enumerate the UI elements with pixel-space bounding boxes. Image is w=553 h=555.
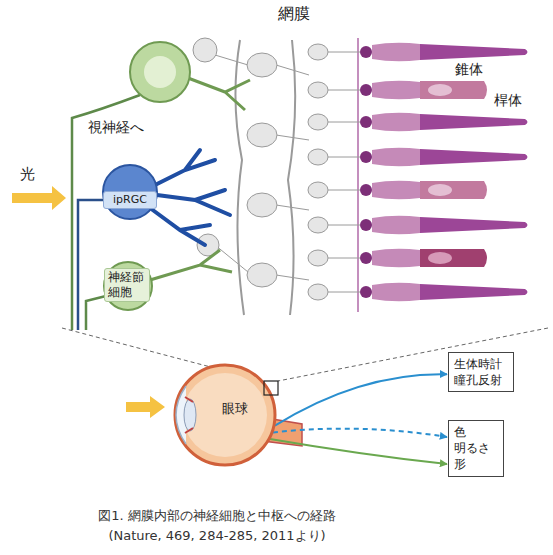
illustration-part	[308, 114, 328, 130]
illustration-part	[360, 219, 372, 231]
illustration-part	[247, 263, 277, 287]
pathway-arrow	[270, 439, 447, 464]
illustration-part	[150, 250, 232, 280]
cell-label-box: 神経節細胞	[104, 268, 150, 302]
illustration-part	[328, 122, 360, 123]
illustration-part	[372, 81, 420, 100]
photoreceptor-layer	[358, 38, 528, 312]
illustration-part	[188, 78, 250, 110]
illustration-part	[130, 42, 190, 102]
illustration-part	[420, 249, 487, 267]
illustration-part	[328, 258, 360, 259]
illustration-part	[86, 296, 106, 330]
node-text: 神経節細胞	[108, 270, 146, 300]
vitreous	[183, 373, 267, 457]
illustration-part	[428, 252, 452, 264]
illustration-part	[328, 292, 360, 293]
layer-name: 網膜	[278, 4, 310, 23]
illustration-part	[308, 182, 328, 198]
part-name: 光	[20, 165, 35, 183]
illustration-part	[360, 116, 372, 128]
illustration-part	[372, 283, 420, 302]
pathway-arrow	[273, 429, 447, 437]
illustration-part	[276, 275, 309, 280]
illustration-part	[428, 84, 452, 96]
illustration-part	[357, 38, 359, 312]
illustration-part	[308, 44, 328, 60]
illustration-part	[420, 217, 528, 233]
illustration-part	[288, 40, 295, 315]
illustration-part	[308, 217, 328, 233]
illustration-part	[308, 250, 328, 266]
zoom-square	[264, 381, 278, 395]
illustration-part	[372, 249, 420, 268]
cell-label-box: ipRGC	[103, 191, 157, 209]
illustration-part	[372, 216, 420, 235]
illustration-part	[328, 157, 360, 158]
illustration-part	[420, 181, 487, 199]
illustration-part	[328, 52, 360, 53]
illustration-part	[78, 200, 104, 330]
illustration-part	[372, 181, 420, 200]
illustration-part	[328, 225, 360, 226]
illustration-part	[372, 148, 420, 167]
illustration-part	[103, 165, 157, 219]
illustration-part	[420, 44, 528, 60]
illustration-part	[247, 193, 277, 217]
illustration-part	[420, 284, 528, 300]
illustration-part	[328, 90, 360, 91]
illustration-part	[126, 396, 165, 418]
illustration-part	[276, 205, 309, 210]
illustration-part	[360, 151, 372, 163]
illustration-part	[247, 123, 277, 147]
illustration-part	[420, 114, 528, 130]
pathway-arrow	[275, 374, 447, 425]
node-text: 眼球	[222, 400, 248, 418]
illustration-part	[372, 43, 420, 62]
node-text: 生体時計 瞳孔反射	[454, 356, 508, 388]
illustration-part	[420, 81, 487, 99]
illustration-part	[328, 190, 360, 191]
illustration-part	[104, 262, 152, 310]
eyeball-circle: 眼球	[172, 362, 278, 468]
illustration-part	[360, 286, 372, 298]
illustration-part	[360, 84, 372, 96]
iris	[185, 397, 193, 433]
part-name: 桿体	[494, 92, 522, 109]
illustration-part	[308, 149, 328, 165]
illustration-part	[193, 38, 217, 62]
illustration-part	[428, 184, 452, 196]
illustration-part	[372, 113, 420, 132]
lens	[184, 399, 196, 431]
illustration-part	[360, 252, 372, 264]
part-name: 視神経へ	[88, 119, 144, 136]
illustration-part	[150, 150, 230, 245]
illustration-part	[215, 55, 248, 65]
interneuron-layer	[193, 38, 360, 315]
illustration-part	[276, 135, 309, 140]
ganglion-cells	[72, 42, 250, 330]
illustration-part	[360, 46, 372, 58]
eyeball-wall	[175, 365, 275, 465]
illustration-part	[308, 284, 328, 300]
light-arrow	[12, 186, 165, 418]
illustration-part	[308, 82, 328, 98]
illustration-part	[360, 184, 372, 196]
node-text: 色 明るさ 形	[454, 424, 498, 473]
target-box: 生体時計 瞳孔反射	[448, 352, 514, 392]
figure-caption: 図1. 網膜内部の神経細胞と中枢への経路 (Nature, 469, 284-2…	[72, 506, 362, 545]
node-text: ipRGC	[113, 193, 147, 207]
illustration-part	[12, 186, 66, 210]
part-name: 錐体	[455, 61, 483, 78]
illustration-part	[276, 65, 309, 75]
illustration-part	[144, 56, 176, 88]
illustration-part	[247, 53, 277, 77]
illustration-part	[235, 40, 244, 315]
illustration-part	[420, 149, 528, 165]
target-box: 色 明るさ 形	[448, 420, 504, 477]
